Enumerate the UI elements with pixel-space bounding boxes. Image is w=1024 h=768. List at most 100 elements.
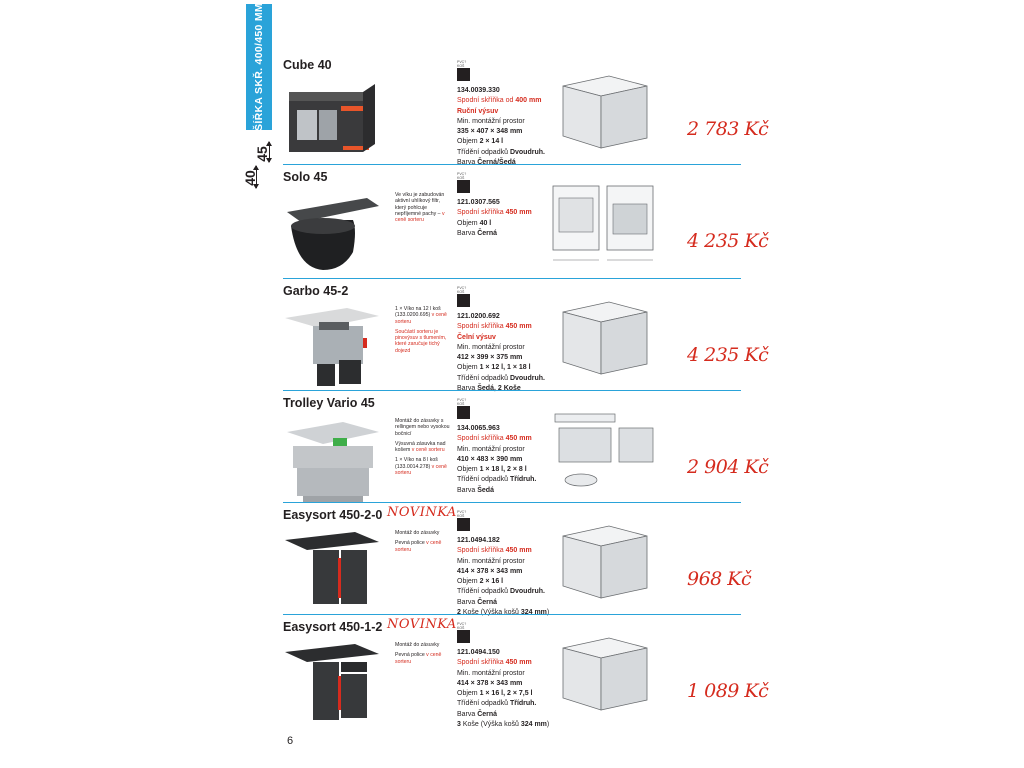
callout-note: 1 × Víko na 8 l koš (133.0014.278) v cen… xyxy=(395,457,450,476)
product-card: Trolley Vario 45 Montáž do zásuvky s rel… xyxy=(283,396,769,508)
spec-value: 40 l xyxy=(479,219,492,227)
section-divider xyxy=(283,502,741,503)
spec-line: Min. montážní prostor xyxy=(457,445,577,455)
slide-type: Ruční výsuv xyxy=(457,107,499,115)
spec-value: 1 × 12 l, 1 × 18 l xyxy=(479,364,531,372)
spec-label: Min. montážní prostor xyxy=(457,445,525,453)
cabinet-width-value: 450 mm xyxy=(505,209,532,217)
spec-line: Třídění odpadků Třídruh. xyxy=(457,475,577,485)
callout-text: Ve víku je zabudován aktivní uhlíkový fi… xyxy=(395,192,445,217)
spec-label: Třídění odpadků xyxy=(457,588,510,596)
two-bin-icon xyxy=(457,294,470,307)
spec-label: Objem xyxy=(457,138,480,146)
technical-drawing xyxy=(551,512,655,612)
spec-label: ) xyxy=(546,609,550,617)
cabinet-width-tab: ŠÍŘKA SKŘ. 400/450 MM xyxy=(246,3,272,131)
product-photo xyxy=(283,190,383,278)
spec-value: 324 mm xyxy=(520,609,547,617)
spec-value: 1 × 18 l, 2 × 8 l xyxy=(479,466,527,474)
product-card: Easysort 450-2-0 NOVINKA Montáž do zásuvk… xyxy=(283,505,752,620)
spec-label: Barva xyxy=(457,710,478,718)
product-name: Solo 45 xyxy=(283,170,328,184)
spec-line: Třídění odpadků Dvoudruh. xyxy=(457,587,577,597)
product-code: 121.0200.692 xyxy=(457,313,500,320)
spec-value: 412 × 399 × 375 mm xyxy=(457,354,523,362)
technical-drawing xyxy=(551,288,655,388)
cabinet-prefix: Spodní skříňka od xyxy=(457,97,516,105)
spec-value: 2 × 16 l xyxy=(479,578,504,586)
spec-value: Třídruh. xyxy=(509,476,537,484)
spec-line: 414 × 378 × 343 mm xyxy=(457,679,577,689)
cabinet-width: Spodní skříňka 450 mm xyxy=(457,658,577,668)
novinka-badge: NOVINKA xyxy=(387,505,457,520)
spec-line: Barva Černá xyxy=(457,598,577,608)
cabinet-prefix: Spodní skříňka xyxy=(457,547,506,555)
callout-text: Montáž do zásuvky s rellingem nebo vysok… xyxy=(395,418,450,437)
spec-line: Objem 1 × 16 l, 2 × 7,5 l xyxy=(457,689,577,699)
spec-line: Objem 1 × 18 l, 2 × 8 l xyxy=(457,465,577,475)
product-photo xyxy=(283,304,383,392)
product-callout: Montáž do zásuvky s rellingem nebo vysok… xyxy=(395,418,450,480)
spec-label: Koše (Výška košů xyxy=(460,721,521,729)
spec-label: Min. montážní prostor xyxy=(457,669,525,677)
product-name: Cube 40 xyxy=(283,58,332,72)
spec-label: Barva xyxy=(457,229,478,237)
product-name: Easysort 450-2-0 xyxy=(283,508,383,522)
spec-value: Dvoudruh. xyxy=(509,588,545,596)
icon-caption: PVC?KOŠ xyxy=(457,398,467,406)
spec-label: Objem xyxy=(457,578,480,586)
spec-line: 414 × 378 × 343 mm xyxy=(457,567,577,577)
callout-note: Pevná police v ceně sorteru xyxy=(395,652,450,665)
callout-highlight: v ceně sorteru xyxy=(395,652,442,665)
spec-line: Min. montážní prostor xyxy=(457,557,577,567)
section-divider xyxy=(283,614,741,615)
callout-highlight: v ceně sorteru xyxy=(411,447,445,454)
spec-label: Třídění odpadků xyxy=(457,476,510,484)
cabinet-width: Spodní skříňka od 400 mm xyxy=(457,96,577,106)
spec-label: Min. montážní prostor xyxy=(457,557,525,565)
icon-caption: PVC?KOŠ xyxy=(457,622,467,630)
icon-caption: PVC?KOŠ xyxy=(457,286,467,294)
spec-label: Objem xyxy=(457,466,480,474)
spec-line: Barva Černá xyxy=(457,710,577,720)
cabinet-width: Spodní skříňka 450 mm xyxy=(457,322,577,332)
depth-arrow-icon xyxy=(266,141,272,163)
cabinet-prefix: Spodní skříňka xyxy=(457,435,506,443)
spec-line: 412 × 399 × 375 mm xyxy=(457,353,577,363)
icon-caption: PVC?KOŠ xyxy=(457,60,467,68)
callout-note: Výsuvná zásuvka nad košem v ceně sorteru xyxy=(395,441,450,454)
spec-label: Barva xyxy=(457,385,478,393)
product-code: 121.0307.565 xyxy=(457,199,500,206)
spec-line: Min. montážní prostor xyxy=(457,117,577,127)
product-price: 1 089 Kč xyxy=(687,680,769,702)
spec-label: Min. montážní prostor xyxy=(457,343,525,351)
spec-value: Černá/Šedá xyxy=(477,159,516,167)
spec-label: ) xyxy=(546,721,550,729)
single-bin-icon xyxy=(457,180,470,193)
slide-type: Čelní výsuv xyxy=(457,333,496,341)
cabinet-width: Spodní skříňka 450 mm xyxy=(457,434,577,444)
spec-line: Barva Šedá, 2 Koše xyxy=(457,384,577,394)
product-price: 4 235 Kč xyxy=(687,344,769,366)
spec-line: 2 Koše (Výška košů 324 mm) xyxy=(457,608,577,618)
spec-value: 410 × 483 × 390 mm xyxy=(457,455,523,463)
cabinet-prefix: Spodní skříňka xyxy=(457,209,506,217)
callout-text: Pevná police xyxy=(395,540,427,547)
spec-line: Objem 2 × 14 l xyxy=(457,137,577,147)
spec-label: Barva xyxy=(457,486,478,494)
product-code: 121.0494.150 xyxy=(457,649,500,656)
spec-label: Třídění odpadků xyxy=(457,148,510,156)
spec-value: Dvoudruh. xyxy=(509,148,545,156)
spec-label: Koše (Výška košů xyxy=(460,609,521,617)
section-divider xyxy=(283,164,741,165)
spec-label: Barva xyxy=(457,598,478,606)
callout-text: Výsuvná zásuvka nad košem xyxy=(395,440,446,454)
spec-value: Šedá, 2 Koše xyxy=(477,385,521,393)
